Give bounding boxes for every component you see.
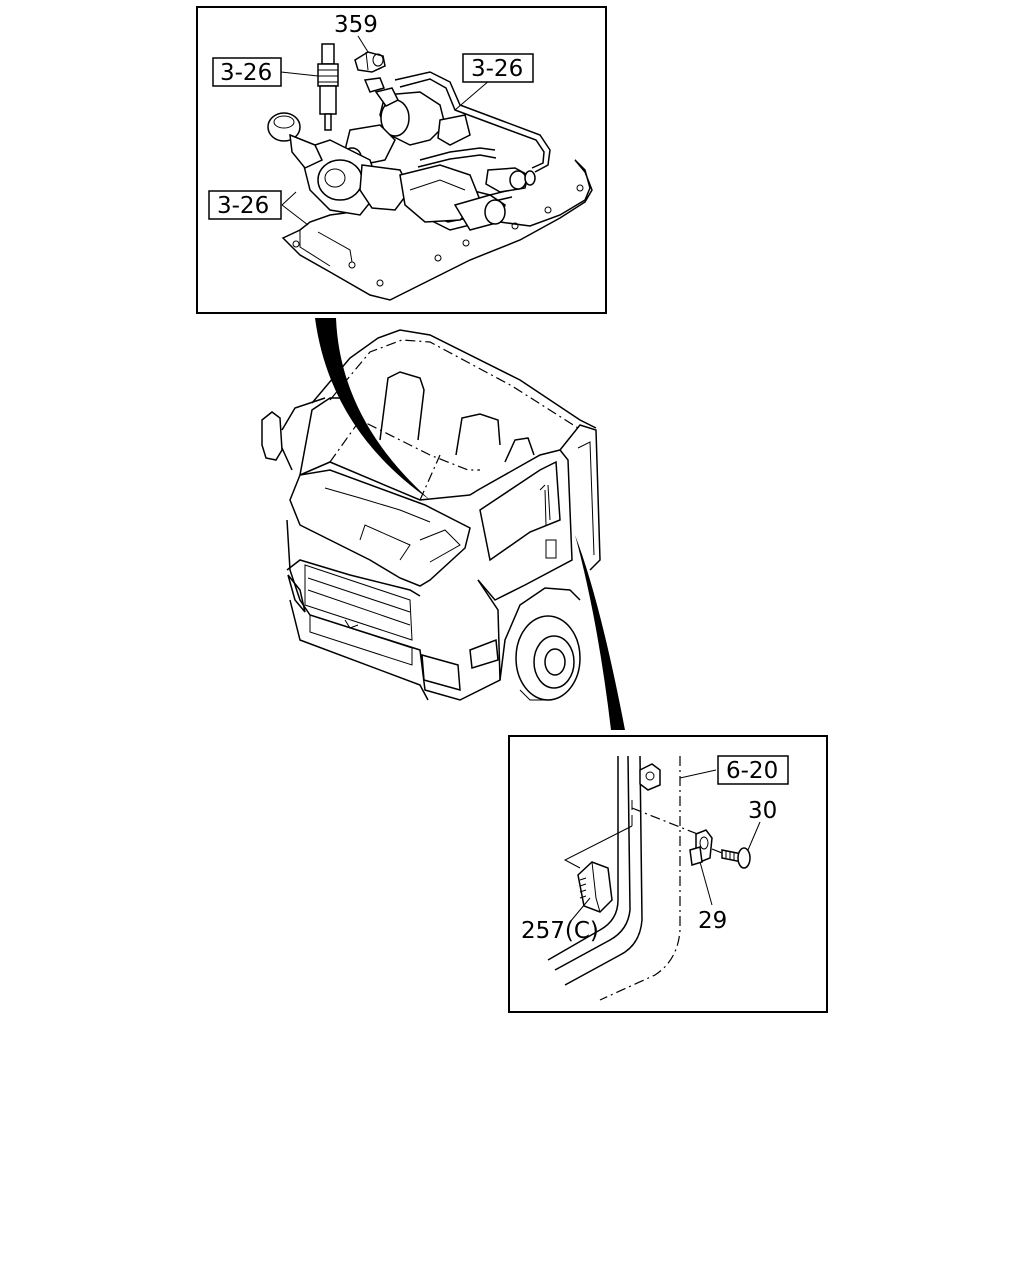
bottom-callout-lines	[569, 769, 761, 923]
callout-box-ref-bottom: 6-20	[717, 755, 789, 785]
callout-ref-bottom: 6-20	[726, 758, 778, 784]
pointer-wedge-bottom	[575, 535, 625, 730]
bottom-detail-panel: 6-20 30 29 257(C)	[508, 735, 828, 1013]
callout-ref-left-lower: 3-26	[217, 193, 269, 219]
callout-box-ref-right: 3-26	[462, 53, 534, 83]
valve-assembly	[267, 77, 536, 231]
truck-cab-drawing	[261, 329, 601, 701]
callout-359: 359	[334, 12, 378, 38]
callout-257c: 257(C)	[521, 918, 599, 944]
front-wheel	[515, 615, 581, 701]
door-frame	[547, 755, 681, 1001]
headlight-right	[421, 653, 461, 692]
callout-ref-left-upper: 3-26	[220, 60, 272, 86]
callout-box-ref-left-upper: 3-26	[212, 57, 282, 87]
callout-29: 29	[698, 908, 727, 934]
callout-box-ref-left-lower: 3-26	[208, 190, 282, 220]
hinge-plate	[639, 763, 661, 791]
pointer-wedge-top	[315, 318, 430, 500]
bracket-part-29	[689, 829, 713, 866]
side-mirror	[261, 411, 283, 461]
bolt-part-30	[711, 847, 751, 869]
callout-30: 30	[748, 798, 777, 824]
top-detail-panel: 359 3-26 3-26 3-26	[196, 6, 607, 314]
callout-ref-right: 3-26	[471, 56, 523, 82]
plug-part	[317, 43, 339, 131]
connector-part-257c	[577, 861, 613, 913]
top-callout-lines	[280, 35, 491, 226]
